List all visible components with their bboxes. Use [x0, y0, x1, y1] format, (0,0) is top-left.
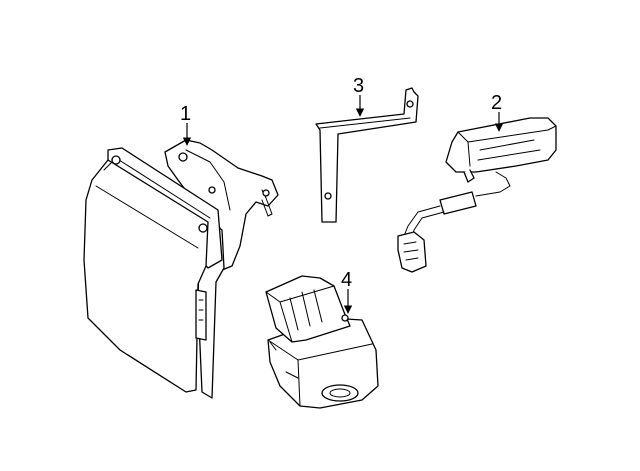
callout-2: 2	[491, 92, 502, 114]
callout-1: 1	[180, 103, 191, 125]
part-4-camera[interactable]	[265, 275, 379, 409]
callout-3: 3	[353, 75, 364, 97]
callout-leaders	[182, 95, 504, 314]
part-1-control-module[interactable]	[83, 139, 279, 399]
part-2-lamp[interactable]	[397, 117, 557, 273]
callout-4: 4	[341, 269, 352, 291]
part-3-bracket[interactable]	[315, 87, 419, 223]
